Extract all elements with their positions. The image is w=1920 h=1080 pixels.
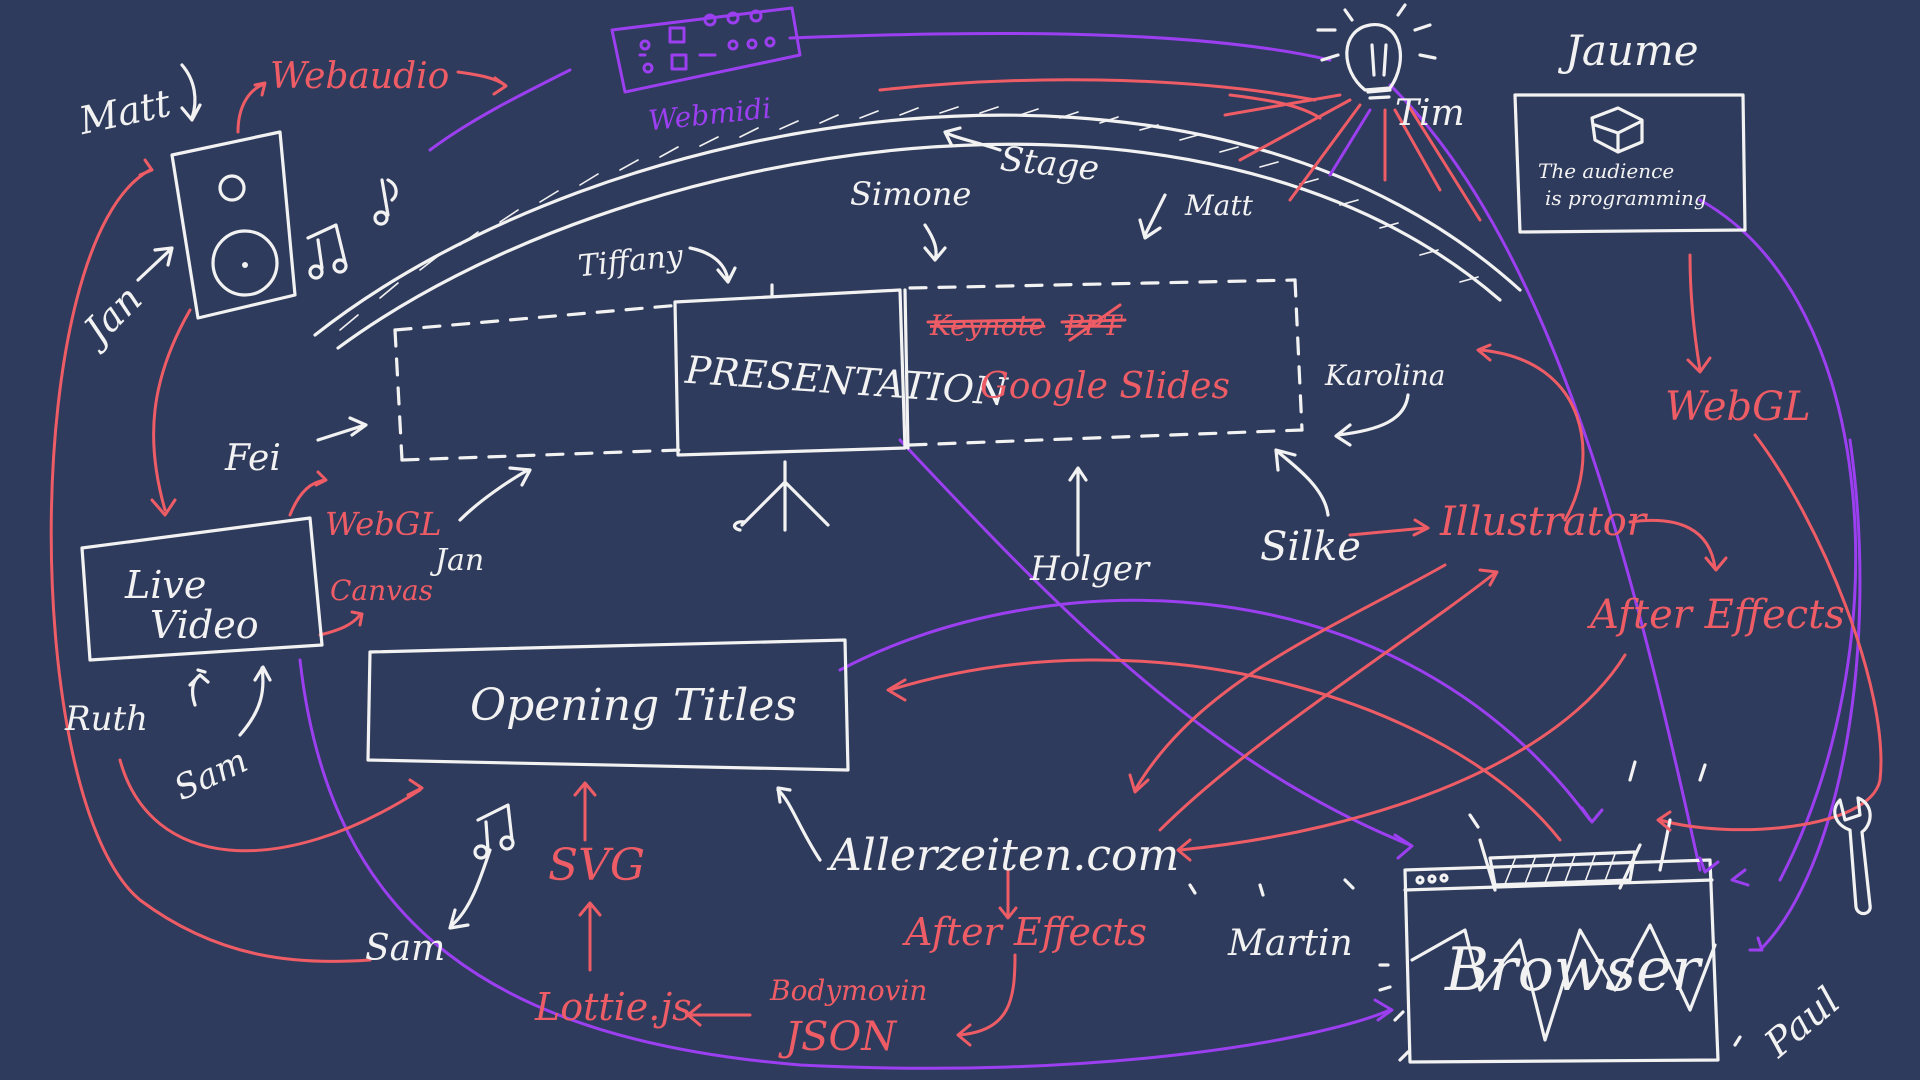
person-matt-stage: Matt [1184,189,1254,222]
illustrator-to-allerzeiten-line [1133,563,1447,792]
red-arrow-heads [138,76,1728,1047]
tech-lottie: Lottie.js [534,985,692,1029]
webmidi-device-icon [610,6,802,94]
tech-webaudio: Webaudio [270,56,449,97]
person-tim: Tim [1395,93,1465,134]
lightbulb-icon [1316,3,1437,100]
tech-webgl-live: WebGL [325,505,442,543]
illustrator-to-after-effects-line [1628,518,1717,570]
person-silke: Silke [1260,524,1361,570]
tim-to-browser-line [1388,83,1702,872]
after-effects-to-bodymovin-line [958,953,1017,1037]
tech-bodymovin: Bodymovin [769,974,927,1007]
stage-red-lines [878,78,1317,102]
tech-webgl-right: WebGL [1665,384,1811,430]
left-loop-line [49,168,372,963]
webgl-to-browser-red-line [1658,433,1883,832]
person-ruth: Ruth [64,699,148,739]
opening-titles-to-browser-line [838,598,1592,822]
audience-box-line1: The audience [1538,159,1674,183]
tech-google-slides: Google Slides [980,366,1230,407]
live-video-to-canvas-line [318,613,362,637]
presentation-dashed-area [393,278,1304,462]
tripod-icon [732,460,830,532]
person-karolina: Karolina [1324,359,1446,392]
red-connections [49,70,1883,1037]
white-arrows [136,63,1410,930]
tech-json: JSON [778,1014,898,1060]
presentation-screen [673,283,910,532]
person-fei: Fei [224,438,281,479]
person-martin: Martin [1227,923,1353,964]
person-matt-top: Matt [74,81,175,144]
webmidi-to-stage-line [428,68,572,152]
allerzeiten-label: Allerzeiten.com [826,830,1179,881]
person-jaume: Jaume [1557,26,1699,75]
purple-connections [298,31,1862,1070]
tech-svg: SVG [548,840,645,891]
person-jan-left: Jan [70,277,150,357]
presentation-label: PRESENTATION [683,348,1010,415]
presentation-to-browser-line [898,438,1412,847]
opening-titles-label: Opening Titles [470,680,797,731]
person-sam-left: Sam [168,741,254,809]
live-video-label-line2: Video [150,603,259,647]
burst-marks [1188,760,1742,1062]
illustrator-to-karolina-line [1478,348,1585,522]
music-notes-icon [306,178,398,280]
webgl-to-browser-line [1758,438,1862,952]
live-video-label-line1: Live [124,563,206,607]
after-effects-to-allerzeiten-line [1178,653,1627,852]
music-notes-bottom-icon [473,803,515,860]
allerzeiten-to-illustrator-line [1158,571,1497,832]
browser-window [1188,760,1742,1064]
live-video-to-browser-line [298,658,1392,1070]
person-paul: Paul [1755,978,1848,1066]
person-sam-bottom: Sam [365,928,445,969]
browser-crack [1410,923,1717,1042]
audience-box [1513,93,1747,234]
tim-light-rays [1223,93,1482,222]
stage-arc [313,106,1522,350]
bottom-left-loop-line [118,758,422,853]
audience-to-browser-line [1698,198,1858,882]
person-simone: Simone [850,175,971,213]
browser-to-opening-titles-line [888,658,1562,842]
tech-after-effects-right: After Effects [1586,592,1845,638]
person-holger: Holger [1029,549,1151,589]
audience-box-line2: is programming [1545,186,1707,210]
audience-to-webgl-line [1688,253,1702,372]
person-tiffany: Tiffany [576,238,685,284]
tech-canvas: Canvas [330,574,433,607]
person-jan-center: Jan [429,543,484,578]
purple-arrow-heads [1373,806,1764,1022]
tech-keynote-struck: Keynote [929,309,1045,342]
live-video-to-webgl-line [288,478,327,517]
tech-after-effects-bottom: After Effects [902,910,1147,954]
cube-icon [1590,106,1644,154]
opening-titles-box [366,638,850,772]
silke-to-illustrator-line [1348,526,1427,537]
speaker-to-live-video-line [152,308,192,512]
keynote-strike-line [926,303,1127,342]
live-video-box [80,516,324,662]
webmidi-to-tim-line [788,31,1332,62]
tech-illustrator: Illustrator [1439,499,1649,545]
speaker-icon [170,130,297,320]
wrench-icon [1833,796,1872,916]
speaker-to-webaudio-line [236,83,264,134]
browser-label: Browser [1444,935,1704,1005]
